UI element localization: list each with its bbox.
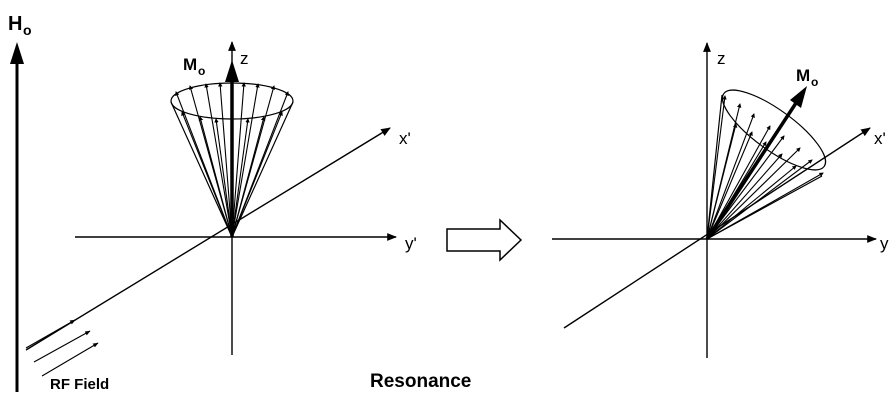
left-precession-cone [170, 60, 294, 238]
right-z-label: z [717, 49, 726, 68]
right-mo-vector [705, 86, 807, 240]
right-axes [552, 42, 877, 358]
left-spin-vectors [175, 82, 289, 238]
h0-label: H [8, 13, 22, 35]
left-mo-vector [225, 60, 239, 237]
rf-field-label: RF Field [50, 376, 109, 393]
left-mo-subscript: o [198, 64, 205, 78]
right-mo-subscript: o [811, 75, 818, 89]
right-y-label: y [880, 234, 889, 253]
h0-subscript: o [23, 22, 32, 38]
h0-field-arrow [10, 42, 24, 392]
left-z-label: z [240, 49, 249, 68]
right-precession-cone [705, 86, 827, 240]
left-x-label: x' [399, 129, 411, 148]
right-x-label: x' [874, 129, 886, 148]
left-y-label: y' [405, 234, 417, 253]
left-axes [25, 41, 397, 355]
left-x-axis [25, 127, 391, 351]
resonance-label: Resonance [370, 371, 471, 392]
right-mo-label: M [796, 66, 810, 85]
left-mo-label: M [183, 55, 197, 74]
right-spin-vectors [706, 95, 824, 240]
transition-arrow [446, 218, 523, 262]
